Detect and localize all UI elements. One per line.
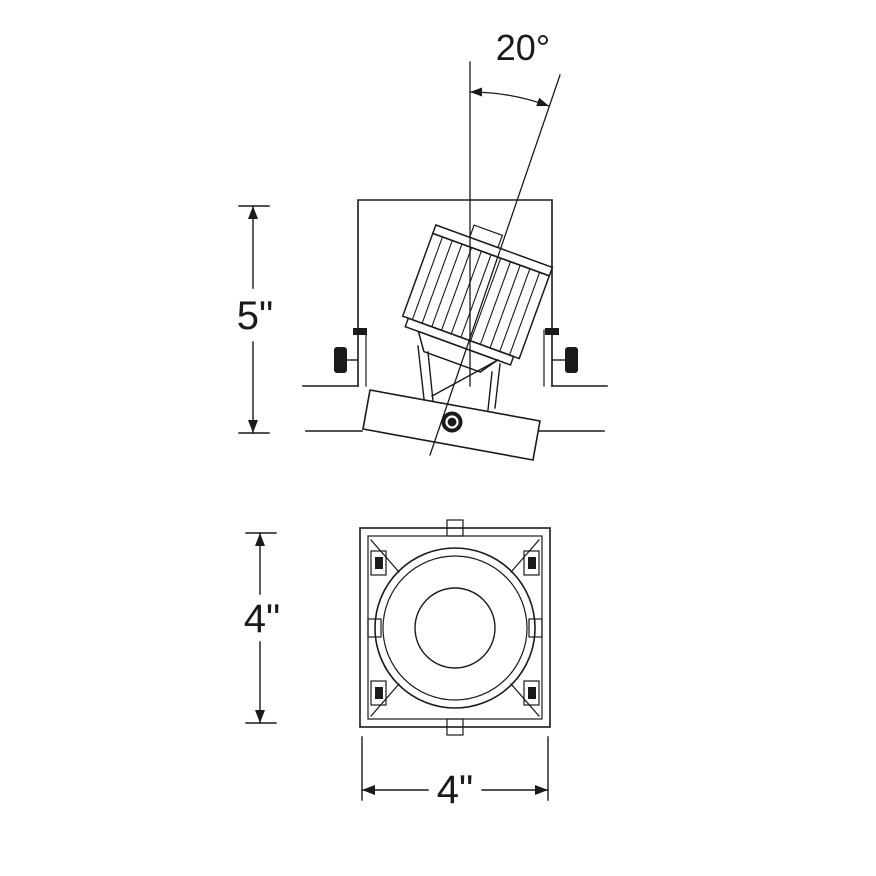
bottom-height-extension-caps	[245, 532, 277, 724]
trim-plate	[362, 389, 541, 461]
clip-left	[334, 347, 347, 373]
lamp-lens-holder	[417, 330, 499, 373]
angle-arrowhead-right	[536, 97, 549, 107]
width-dimension: 4"	[361, 736, 549, 812]
retention-clip-tl	[375, 557, 383, 569]
tilt-axis-line	[429, 74, 561, 456]
retention-clips	[370, 550, 540, 706]
width-arrow-left	[362, 785, 375, 795]
height-arrow-down	[248, 420, 258, 433]
clip-right-tab	[545, 328, 559, 335]
corner-braces	[370, 539, 540, 717]
pivot-right	[528, 618, 543, 638]
retention-clip-frame-br	[523, 680, 540, 706]
lamp-module	[401, 224, 554, 373]
bracket-rails	[365, 329, 545, 387]
housing-outline	[357, 199, 553, 387]
trim-assembly	[362, 389, 541, 461]
bottom-height-label: 4"	[244, 597, 280, 641]
retention-clip-tr	[528, 557, 536, 569]
housing	[302, 199, 608, 432]
retention-clip-br	[528, 687, 536, 699]
height-label: 5"	[237, 294, 273, 338]
bottom-height-dimension: 4"	[244, 532, 280, 724]
retention-clip-frame-tr	[523, 550, 540, 576]
retention-clip-frame-tl	[370, 550, 387, 576]
yoke	[417, 345, 501, 411]
bottom-height-arrow-up	[255, 533, 265, 546]
height-arrow-up	[248, 206, 258, 219]
pivot-left	[367, 618, 382, 638]
angle-dimension: 20°	[429, 27, 561, 456]
angle-label: 20°	[496, 27, 550, 68]
clip-right	[565, 347, 578, 373]
clip-left-tab	[353, 328, 367, 335]
bottom-tab	[446, 718, 464, 736]
side-view: 20°	[237, 27, 608, 461]
height-dimension: 5"	[237, 205, 273, 434]
adjustment-knob	[441, 411, 463, 433]
retention-clip-bl	[375, 687, 383, 699]
mounting-clips	[334, 328, 578, 373]
drawing-root: 20°	[237, 27, 608, 812]
bottom-height-arrow-down	[255, 710, 265, 723]
width-arrow-right	[535, 785, 548, 795]
yoke-arms	[417, 345, 501, 411]
height-extension-caps	[238, 205, 270, 434]
bezel-inner-ring	[382, 555, 528, 701]
top-tab	[446, 519, 464, 537]
retention-clip-frame-bl	[370, 680, 387, 706]
outer-frame	[359, 527, 551, 728]
bezel-outer-ring	[374, 547, 536, 709]
lens	[414, 587, 496, 669]
lamp-heatsink-fins	[411, 236, 541, 356]
adjustment-knob-ring	[445, 415, 459, 429]
width-label: 4"	[437, 768, 473, 812]
bottom-view: 4" 4"	[244, 519, 551, 812]
angle-arrowhead-left	[470, 87, 482, 97]
